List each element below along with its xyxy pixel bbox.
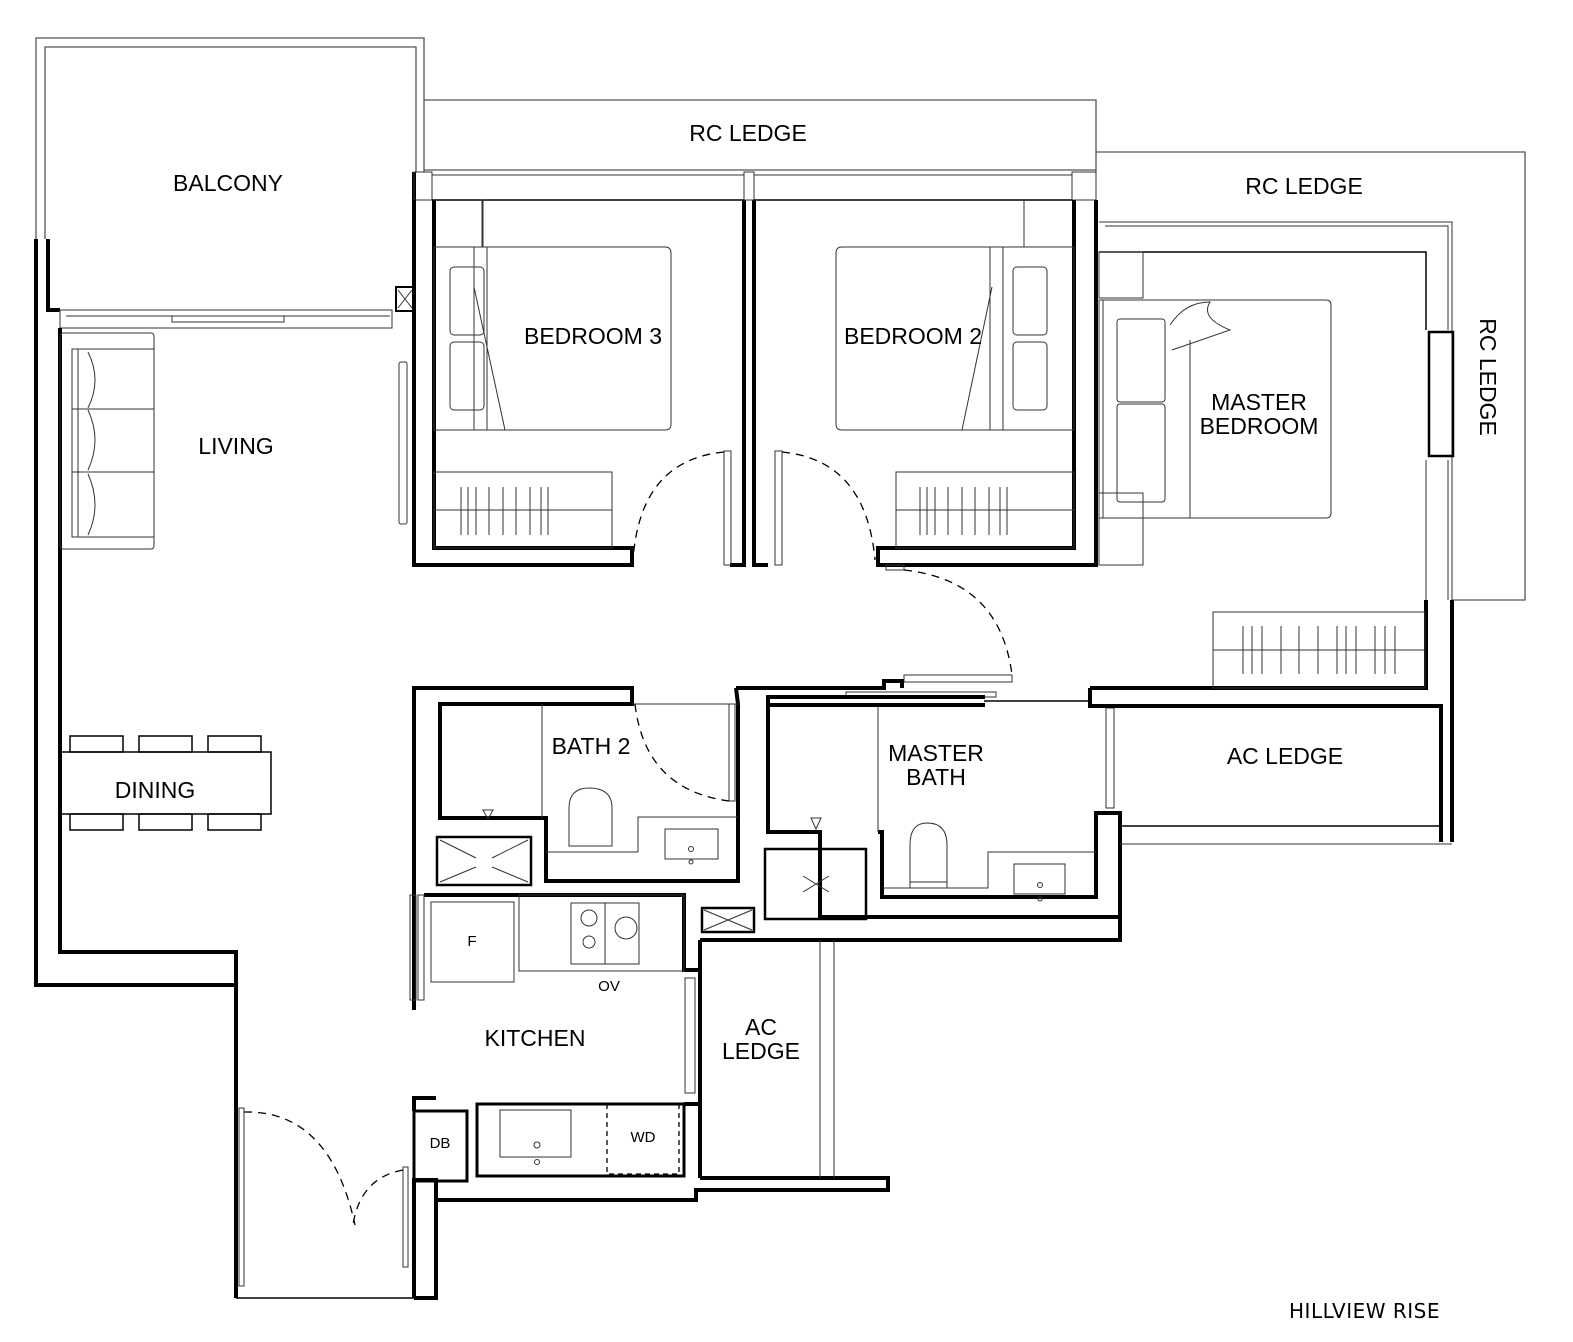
room-label-living: LIVING	[198, 433, 273, 459]
bath-2-door[interactable]	[634, 703, 736, 802]
room-label-master-bath-line1: MASTER	[888, 740, 984, 766]
room-label-rc-ledge-right-top: RC LEDGE	[1245, 173, 1363, 199]
toilet-icon	[909, 822, 948, 889]
room-label-ac-ledge-right: AC LEDGE	[1227, 743, 1343, 769]
bedroom-3-door[interactable]	[632, 450, 732, 566]
service-box-icon	[700, 906, 756, 934]
kitchen-area: F OV DB WD	[409, 893, 702, 1183]
room-label-rc-ledge-top: RC LEDGE	[689, 120, 807, 146]
dining-table-icon	[59, 735, 272, 831]
basin-icon	[1013, 863, 1066, 902]
fixture-label-oven: OV	[598, 978, 620, 995]
floor-trap-icon	[395, 286, 415, 312]
wardrobe-icon	[433, 471, 613, 549]
master-bedroom-door[interactable]	[885, 564, 1013, 683]
master-bath-area	[698, 679, 1122, 1178]
room-label-bath-2: BATH 2	[552, 733, 631, 759]
ac-ledge-right	[1088, 688, 1452, 845]
rc-ledge-top	[424, 99, 1097, 172]
room-label-ac-ledge-bottom-line1: AC	[745, 1014, 777, 1040]
master-bed-icon	[1098, 251, 1332, 566]
bedroom-2-area	[754, 171, 1098, 567]
washer-dryer-icon	[606, 1103, 680, 1175]
project-name: HILLVIEW RISE	[1289, 1299, 1440, 1323]
room-label-master-bedroom-line1: MASTER	[1211, 389, 1307, 415]
ac-ledge-bottom	[819, 940, 835, 1178]
room-label-master-bedroom-line2: BEDROOM	[1200, 413, 1319, 439]
wardrobe-icon	[1212, 611, 1426, 689]
shower-icon	[435, 809, 533, 887]
fridge-icon	[430, 901, 515, 983]
room-label-bedroom-2: BEDROOM 2	[844, 323, 982, 349]
sofa-icon	[59, 332, 155, 550]
main-entrance-door[interactable]	[236, 1107, 890, 1300]
room-label-bedroom-3: BEDROOM 3	[524, 323, 662, 349]
basin-icon	[664, 828, 719, 865]
living-dining-area	[58, 172, 416, 1298]
room-label-rc-ledge-right-side: RC LEDGE	[1475, 318, 1501, 436]
room-label-balcony: BALCONY	[173, 170, 283, 196]
tv-console-icon	[398, 361, 408, 525]
room-label-dining: DINING	[115, 777, 196, 803]
room-label-ac-ledge-bottom-line2: LEDGE	[722, 1038, 800, 1064]
bed-icon	[835, 200, 1075, 431]
wardrobe-icon	[895, 471, 1075, 549]
toilet-icon	[568, 787, 613, 847]
shower-icon	[763, 817, 868, 921]
balcony-area	[34, 37, 425, 987]
master-bedroom-area	[885, 151, 1526, 842]
sink-icon	[499, 1109, 572, 1165]
hob-icon	[570, 902, 640, 965]
bath-2-area	[412, 686, 740, 1010]
fixture-label-fridge: F	[467, 933, 476, 950]
room-label-kitchen: KITCHEN	[485, 1025, 586, 1051]
fixture-label-washer-dryer: WD	[631, 1129, 656, 1146]
fixture-label-distribution-board: DB	[430, 1135, 451, 1152]
room-label-master-bath-line2: BATH	[906, 764, 966, 790]
bedroom-3-area	[412, 171, 768, 567]
bed-icon	[433, 199, 672, 431]
bedroom-2-door[interactable]	[774, 450, 876, 566]
